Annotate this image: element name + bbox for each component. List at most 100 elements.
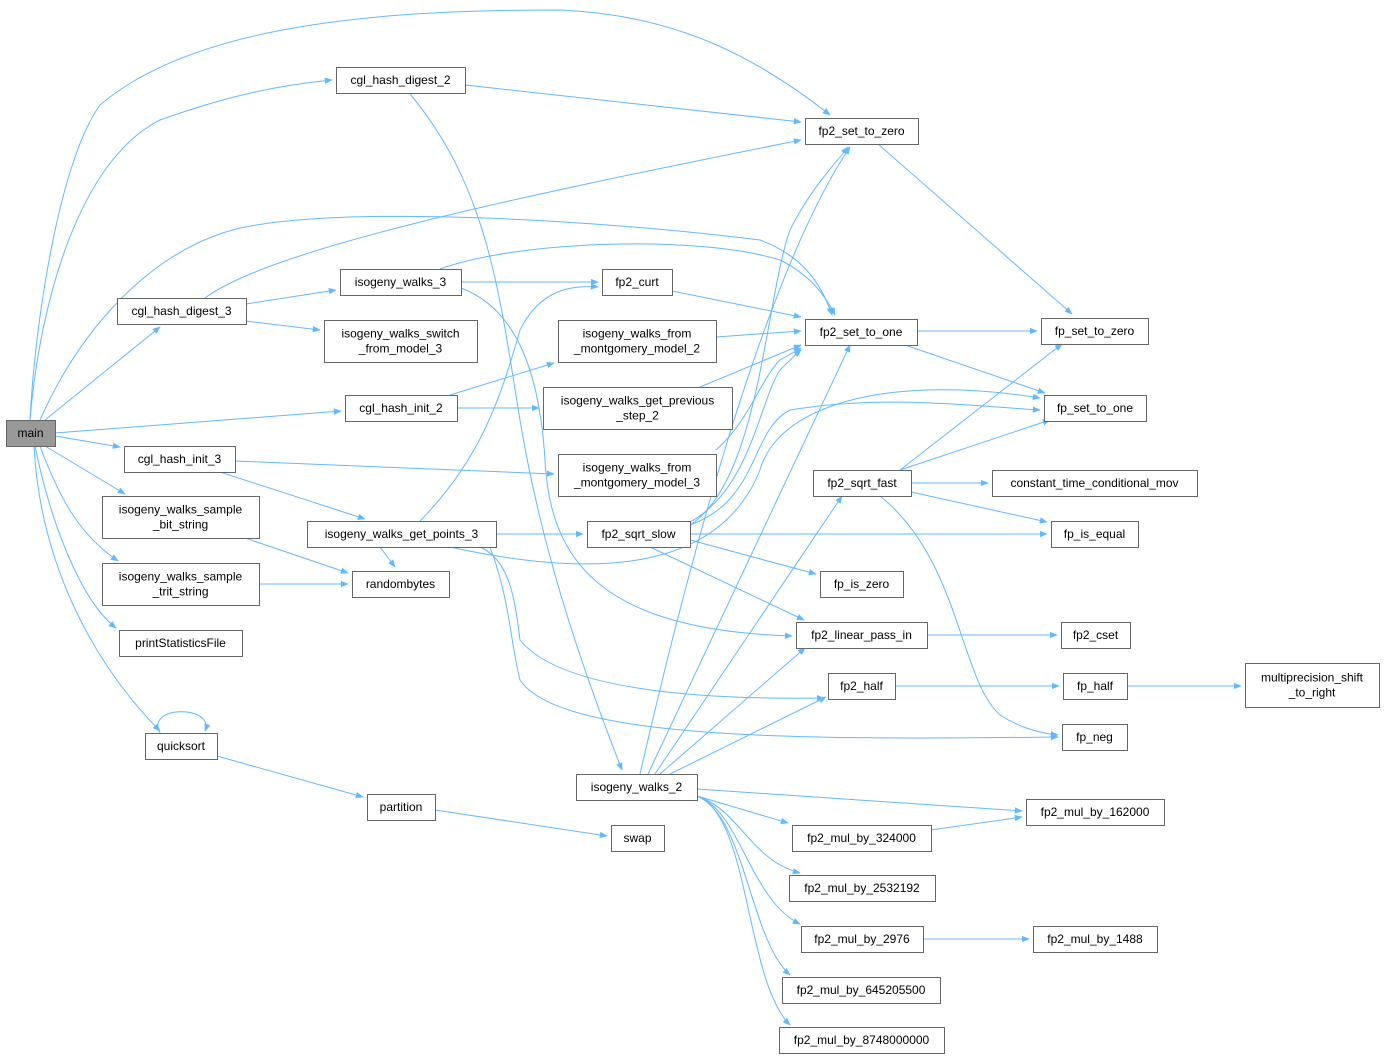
node-label: multiprecision_shift <box>1261 671 1364 685</box>
node-box <box>1041 318 1149 345</box>
edge-isogeny_walks_3-fp2_linear_pass_in <box>460 287 793 639</box>
node-label: fp2_mul_by_2976 <box>814 932 910 946</box>
node-box <box>789 875 936 902</box>
node-fp2-half[interactable]: fp2_half <box>828 673 896 700</box>
node-box <box>1245 663 1380 708</box>
edge-isogeny_walks_2-fp2_set_to_zero <box>639 146 851 775</box>
node-box <box>145 733 218 760</box>
node-box <box>345 395 458 422</box>
node-fp2-linear-pass-in[interactable]: fp2_linear_pass_in <box>796 622 928 649</box>
node-main[interactable]: main <box>6 420 56 447</box>
node-box <box>1033 926 1158 953</box>
node-label: isogeny_walks_from <box>583 461 692 475</box>
node-quicksort[interactable]: quicksort <box>145 733 218 760</box>
node-cgl-hash-digest-2[interactable]: cgl_hash_digest_2 <box>336 67 466 94</box>
node-printStatisticsFile[interactable]: printStatisticsFile <box>119 630 243 657</box>
node-partition[interactable]: partition <box>367 794 436 821</box>
node-fp2-mul-by-1488[interactable]: fp2_mul_by_1488 <box>1033 926 1158 953</box>
node-label: _montgomery_model_3 <box>573 476 700 490</box>
node-label: partition <box>380 800 423 814</box>
edge-isogeny_walks_get_points_3-fp_set_to_one <box>449 389 1041 565</box>
edge-partition-swap <box>434 809 608 839</box>
node-fp2-curt[interactable]: fp2_curt <box>602 269 673 296</box>
node-label: fp_set_to_zero <box>1055 324 1135 338</box>
node-isogeny-walks-from-montgomery-model-3[interactable]: isogeny_walks_from_montgomery_model_3 <box>558 454 717 497</box>
node-isogeny-walks-2[interactable]: isogeny_walks_2 <box>576 774 698 801</box>
node-label: fp2_sqrt_slow <box>601 527 675 541</box>
node-isogeny-walks-get-previous-step-2[interactable]: isogeny_walks_get_previous_step_2 <box>543 387 733 430</box>
node-label: quicksort <box>157 739 206 753</box>
node-swap[interactable]: swap <box>611 825 665 852</box>
node-fp-is-zero[interactable]: fp_is_zero <box>820 571 904 598</box>
node-fp2-mul-by-2976[interactable]: fp2_mul_by_2976 <box>801 926 924 953</box>
edge-fp2_sqrt_slow-fp2_set_to_one <box>689 349 802 523</box>
edge-isogeny_walks_2-fp2_set_to_one <box>647 344 851 775</box>
node-fp2-set-to-zero[interactable]: fp2_set_to_zero <box>805 118 919 145</box>
node-isogeny-walks-sample-bit-string[interactable]: isogeny_walks_sample_bit_string <box>102 496 260 539</box>
node-fp-half[interactable]: fp_half <box>1063 673 1128 700</box>
node-box <box>828 673 896 700</box>
node-constant-time-conditional-mov[interactable]: constant_time_conditional_mov <box>992 470 1198 497</box>
node-box <box>602 269 673 296</box>
node-cgl-hash-init-2[interactable]: cgl_hash_init_2 <box>345 395 458 422</box>
edge-isogeny_walks_2-fp2_linear_pass_in <box>659 647 806 775</box>
node-fp-set-to-zero[interactable]: fp_set_to_zero <box>1041 318 1149 345</box>
node-label: fp_set_to_one <box>1057 401 1133 415</box>
node-box <box>102 563 260 606</box>
node-fp-neg[interactable]: fp_neg <box>1062 724 1128 751</box>
edge-main-cgl_hash_digest_2 <box>29 77 333 421</box>
node-label: fp2_sqrt_fast <box>827 476 897 490</box>
node-fp2-cset[interactable]: fp2_cset <box>1061 622 1131 649</box>
node-isogeny-walks-3[interactable]: isogeny_walks_3 <box>340 269 462 296</box>
node-fp-is-equal[interactable]: fp_is_equal <box>1051 521 1139 548</box>
node-label: cgl_hash_digest_3 <box>131 304 231 318</box>
node-label: fp2_linear_pass_in <box>811 628 912 642</box>
edge-fp2_sqrt_slow-fp2_set_to_zero <box>689 146 849 526</box>
node-label: _to_right <box>1288 686 1336 700</box>
node-box <box>117 298 247 325</box>
node-box <box>805 118 919 145</box>
edge-main-cgl_hash_init_2 <box>54 408 342 434</box>
node-fp2-mul-by-8748000000[interactable]: fp2_mul_by_8748000000 <box>779 1027 945 1054</box>
node-fp2-mul-by-645205500[interactable]: fp2_mul_by_645205500 <box>782 977 941 1004</box>
node-isogeny-walks-sample-trit-string[interactable]: isogeny_walks_sample_trit_string <box>102 563 260 606</box>
node-cgl-hash-digest-3[interactable]: cgl_hash_digest_3 <box>117 298 247 325</box>
node-label: _trit_string <box>151 585 208 599</box>
node-cgl-hash-init-3[interactable]: cgl_hash_init_3 <box>124 446 236 473</box>
node-label: fp2_mul_by_2532192 <box>804 881 920 895</box>
node-isogeny-walks-get-points-3[interactable]: isogeny_walks_get_points_3 <box>307 521 497 548</box>
edge-cgl_hash_init_3-isogeny_walks_get_points_3 <box>219 471 366 520</box>
node-isogeny-walks-from-montgomery-model-2[interactable]: isogeny_walks_from_montgomery_model_2 <box>558 320 717 363</box>
node-fp2-sqrt-fast[interactable]: fp2_sqrt_fast <box>813 470 912 497</box>
edge-cgl_hash_init_2-isogeny_walks_from_montgomery_model_2 <box>449 362 555 396</box>
node-box <box>340 269 462 296</box>
node-box <box>611 825 665 852</box>
edge-main-printStatisticsFile <box>34 445 117 629</box>
node-label: _from_model_3 <box>358 342 443 356</box>
node-box <box>6 420 56 447</box>
node-box <box>576 774 698 801</box>
edge-main-quicksort <box>33 445 161 732</box>
node-fp-set-to-one[interactable]: fp_set_to_one <box>1044 395 1147 422</box>
node-fp2-mul-by-162000[interactable]: fp2_mul_by_162000 <box>1026 799 1165 826</box>
edge-isogeny_walks_2-fp2_mul_by_162000 <box>696 788 1023 814</box>
node-box <box>587 521 691 548</box>
edge-main-cgl_hash_digest_3 <box>44 326 161 421</box>
edge-cgl_hash_digest_2-isogeny_walks_2 <box>409 93 623 771</box>
node-fp2-set-to-one[interactable]: fp2_set_to_one <box>805 319 918 346</box>
node-fp2-mul-by-324000[interactable]: fp2_mul_by_324000 <box>792 825 932 852</box>
node-multiprecision-shift-to-right[interactable]: multiprecision_shift_to_right <box>1245 663 1380 708</box>
node-randombytes[interactable]: randombytes <box>352 571 450 598</box>
node-fp2-mul-by-2532192[interactable]: fp2_mul_by_2532192 <box>789 875 936 902</box>
node-fp2-sqrt-slow[interactable]: fp2_sqrt_slow <box>587 521 691 548</box>
node-label: randombytes <box>366 577 435 591</box>
edge-fp2_sqrt_slow-fp_is_zero <box>689 539 817 576</box>
node-isogeny-walks-switch-from-model-3[interactable]: isogeny_walks_switch_from_model_3 <box>324 320 478 363</box>
node-label: fp2_mul_by_645205500 <box>797 983 926 997</box>
node-label: fp2_mul_by_1488 <box>1047 932 1143 946</box>
edge-fp2_sqrt_fast-fp_set_to_zero <box>899 343 1063 471</box>
node-label: fp2_half <box>840 679 883 693</box>
edge-fp2_set_to_zero-fp_set_to_zero <box>877 143 1073 315</box>
node-label: fp2_set_to_zero <box>818 124 904 138</box>
node-label: _montgomery_model_2 <box>573 342 700 356</box>
